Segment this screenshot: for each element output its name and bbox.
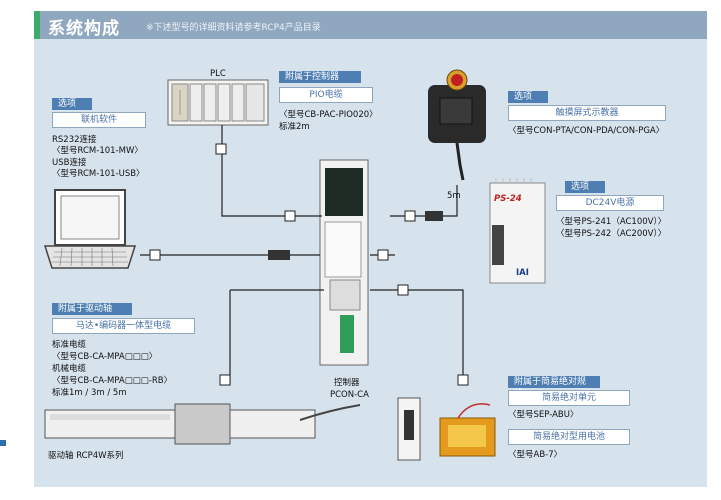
- abs-battery-box: 简易绝对型用电池: [508, 429, 630, 445]
- teach-length: 5m: [447, 191, 461, 201]
- pio-model: 〈型号CB-PAC-PIO020〉: [279, 110, 378, 120]
- actuator-label: 驱动轴 RCP4W系列: [48, 451, 124, 461]
- motor-cable-line-3: 机械电缆: [52, 364, 87, 374]
- abs-unit-model: 〈型号SEP-ABU〉: [508, 410, 579, 420]
- power-box: DC24V电源: [556, 195, 664, 211]
- abs-tag: 附属于简易绝对规格: [508, 376, 600, 399]
- power-unit-label: PS-24: [494, 194, 522, 204]
- motor-cable-tag: 附属于驱动轴: [52, 303, 132, 315]
- teach-box: 触摸屏式示教器: [508, 105, 666, 121]
- battery-icon: [439, 403, 496, 457]
- pio-std: 标准2m: [279, 122, 310, 132]
- motor-cable-line-1: 标准电缆: [52, 340, 87, 350]
- motor-cable-line-2: 〈型号CB-CA-MPA□□□〉: [52, 352, 158, 362]
- teach-model: 〈型号CON-PTA/CON-PDA/CON-PGA〉: [508, 126, 665, 136]
- abs-unit-box: 简易绝对单元: [508, 390, 630, 406]
- plc-label: PLC: [210, 69, 226, 79]
- power-model-1: 〈型号PS-241（AC100V）〉: [556, 217, 667, 227]
- motor-cable-box: 马达•编码器一体型电缆: [52, 318, 195, 334]
- power-tag: 选项: [565, 181, 605, 193]
- actuator-icon: [44, 403, 361, 445]
- controller-name: 控制器: [334, 378, 360, 388]
- controller-icon: [319, 159, 369, 366]
- software-line-2: 〈型号RCM-101-MW〉: [52, 146, 143, 156]
- software-tag: 选项: [52, 98, 92, 110]
- power-logo: IAI: [516, 268, 529, 278]
- section-title: 系统构成: [48, 19, 120, 39]
- plc-icon: [167, 79, 269, 126]
- motor-cable-line-5: 标准1m / 3m / 5m: [52, 388, 127, 398]
- software-box: 联机软件: [52, 112, 146, 128]
- motor-cable-line-4: 〈型号CB-CA-MPA□□□-RB〉: [52, 376, 173, 386]
- teaching-pendant-icon: [428, 69, 486, 181]
- pio-tag: 附属于控制器: [279, 71, 361, 83]
- section-note: ※下述型号的详细资料请参考RCP4产品目录: [146, 23, 321, 33]
- power-supply-icon: [489, 178, 546, 284]
- power-model-2: 〈型号PS-242（AC200V）〉: [556, 229, 667, 239]
- absolute-unit-icon: [397, 397, 421, 461]
- software-line-1: RS232连接: [52, 135, 97, 145]
- controller-model: PCON-CA: [330, 390, 369, 400]
- header-accent: [34, 11, 40, 39]
- laptop-icon: [43, 189, 137, 269]
- software-line-4: 〈型号RCM-101-USB〉: [52, 169, 145, 179]
- software-line-3: USB连接: [52, 158, 87, 168]
- page-marker: [0, 440, 6, 446]
- section-header: 系统构成 ※下述型号的详细资料请参考RCP4产品目录: [34, 11, 707, 39]
- pio-cable-box: PIO电缆: [279, 87, 373, 103]
- abs-battery-model: 〈型号AB-7〉: [508, 450, 563, 460]
- teach-tag: 选项: [508, 91, 548, 103]
